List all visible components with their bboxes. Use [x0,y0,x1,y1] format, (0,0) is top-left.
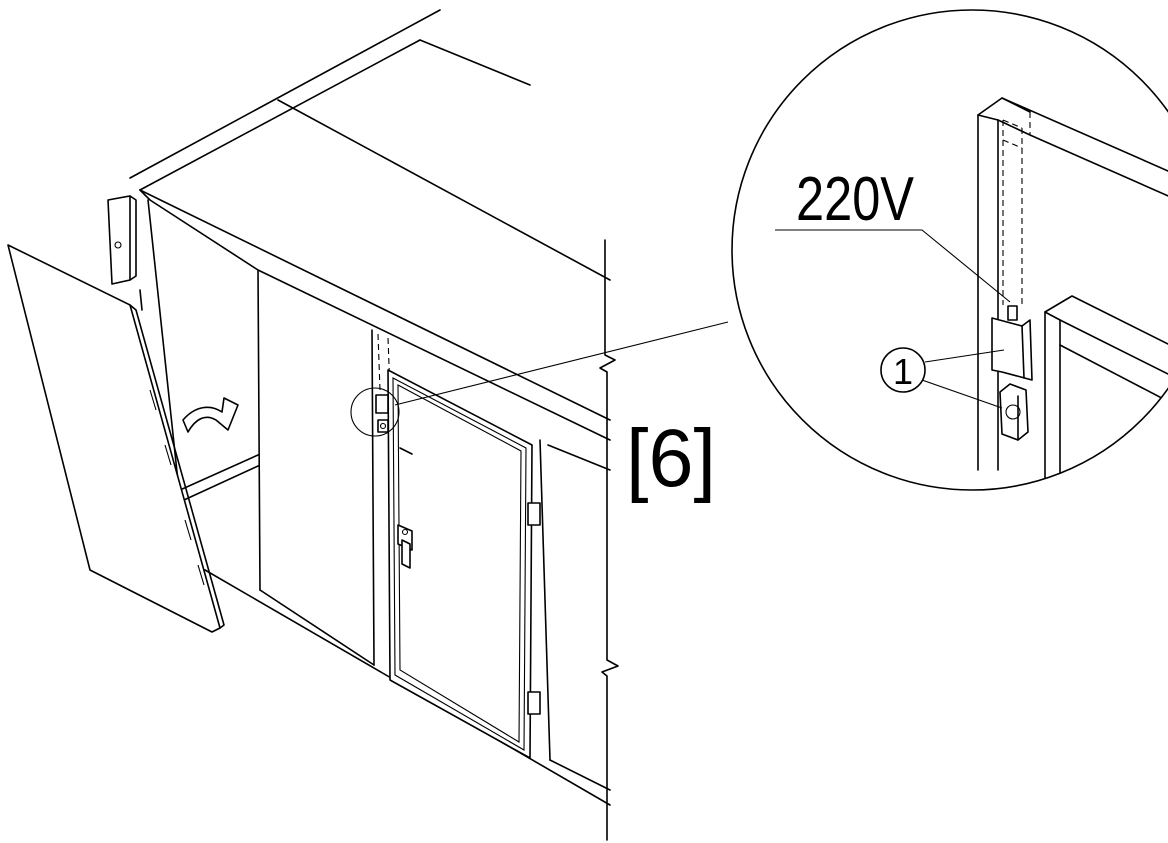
item-balloon [880,347,926,393]
wall-panel-being-fitted [7,195,225,633]
step-label: [6] [626,413,716,504]
zoom-callout [731,9,1168,491]
insertion-arrow [182,397,239,433]
cold-room-door [387,369,541,759]
cold-room-body [129,9,619,841]
item-number-label: 1 [893,351,913,392]
zoom-circle [731,9,1168,491]
voltage-label: 220V [796,165,915,234]
sensor-location-marker [350,321,729,437]
